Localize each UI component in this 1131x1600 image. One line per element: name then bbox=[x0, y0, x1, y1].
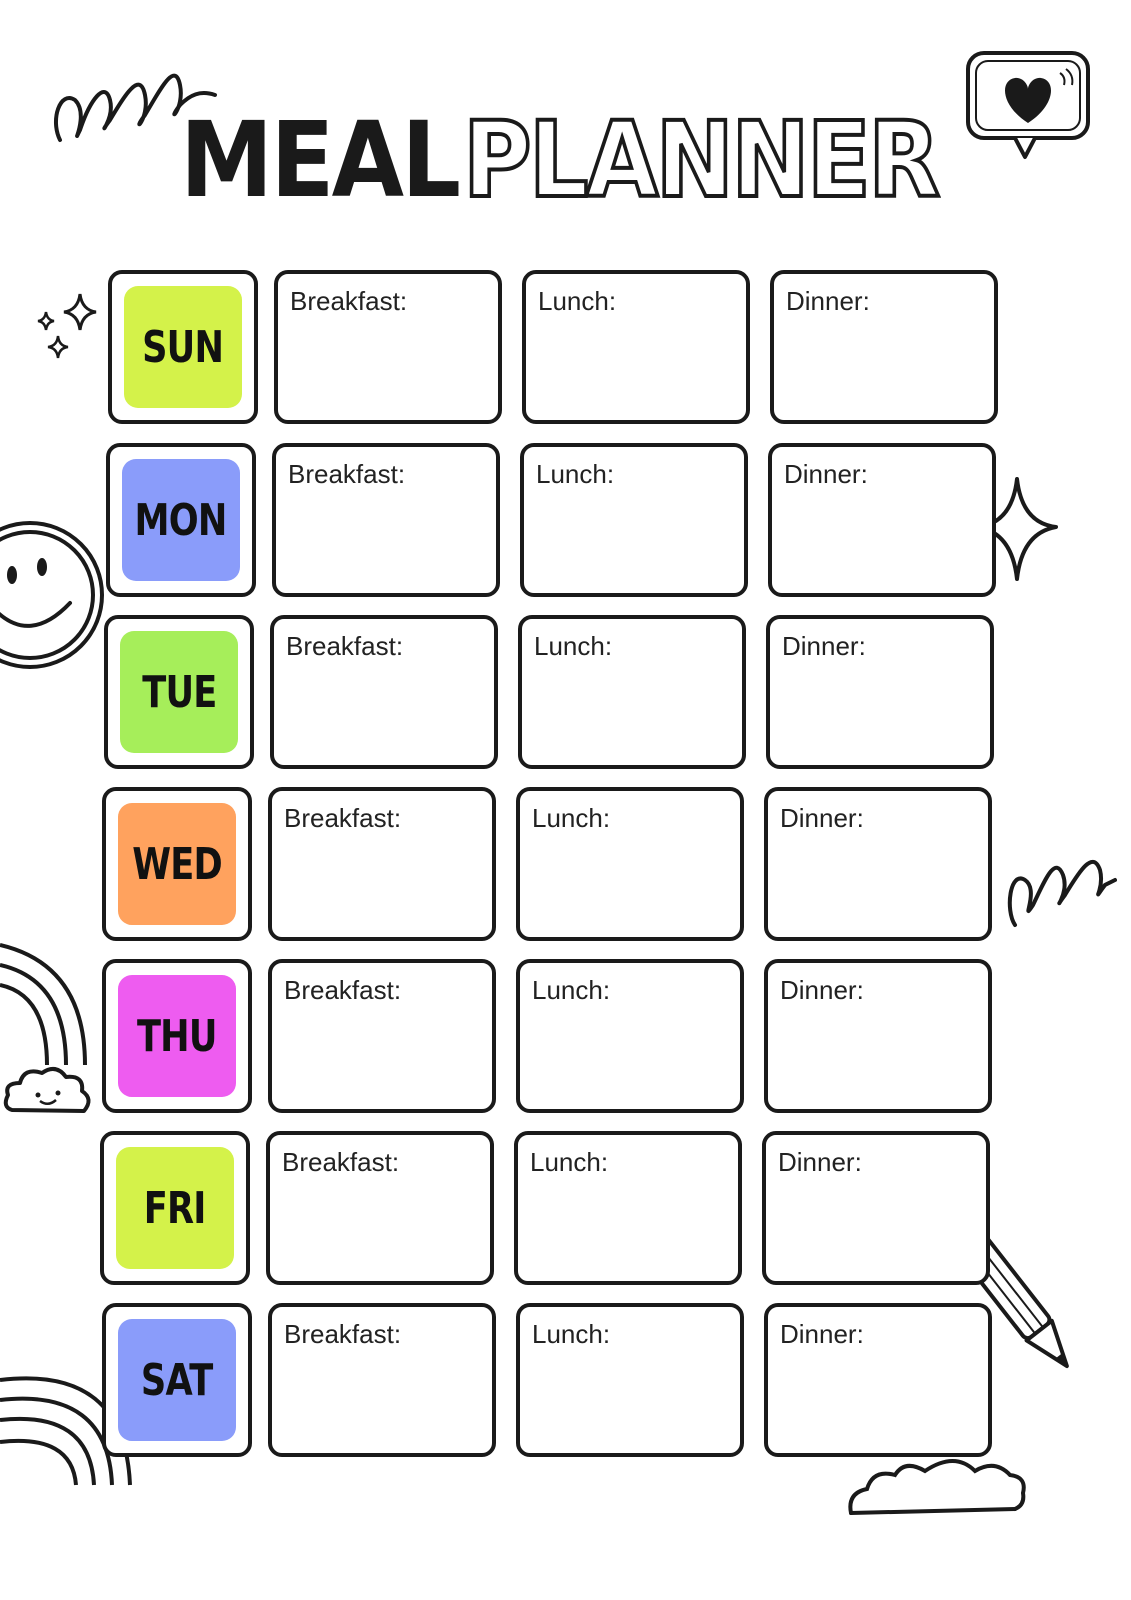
dinner-label: Dinner: bbox=[780, 803, 864, 833]
day-label: WED bbox=[132, 838, 223, 890]
day-tile: MON bbox=[122, 459, 240, 581]
breakfast-box[interactable]: Breakfast: bbox=[268, 787, 496, 941]
lunch-box[interactable]: Lunch: bbox=[520, 443, 748, 597]
dinner-box[interactable]: Dinner: bbox=[764, 1303, 992, 1457]
dinner-label: Dinner: bbox=[778, 1147, 862, 1177]
sparkle-icon bbox=[37, 293, 97, 359]
dinner-box[interactable]: Dinner: bbox=[770, 270, 998, 424]
lunch-label: Lunch: bbox=[538, 286, 617, 316]
cloud-icon bbox=[848, 1459, 1026, 1515]
lunch-box[interactable]: Lunch: bbox=[516, 787, 744, 941]
day-box: MON bbox=[106, 443, 256, 597]
breakfast-label: Breakfast: bbox=[288, 459, 406, 489]
day-tile: SUN bbox=[124, 286, 242, 408]
breakfast-label: Breakfast: bbox=[284, 803, 402, 833]
breakfast-box[interactable]: Breakfast: bbox=[268, 959, 496, 1113]
day-tile: WED bbox=[118, 803, 236, 925]
day-box: THU bbox=[102, 959, 252, 1113]
lunch-label: Lunch: bbox=[534, 631, 613, 661]
title-word-planner: PLANNER bbox=[461, 97, 942, 223]
squiggle-icon bbox=[1007, 860, 1117, 927]
title-word-meal: MEAL bbox=[180, 99, 461, 221]
breakfast-label: Breakfast: bbox=[286, 631, 404, 661]
day-box: SAT bbox=[102, 1303, 252, 1457]
dinner-box[interactable]: Dinner: bbox=[762, 1131, 990, 1285]
day-label: TUE bbox=[141, 666, 217, 718]
smiley-face-icon bbox=[0, 521, 104, 669]
lunch-box[interactable]: Lunch: bbox=[518, 615, 746, 769]
lunch-label: Lunch: bbox=[532, 975, 611, 1005]
breakfast-box[interactable]: Breakfast: bbox=[272, 443, 500, 597]
day-box: SUN bbox=[108, 270, 258, 424]
breakfast-box[interactable]: Breakfast: bbox=[266, 1131, 494, 1285]
breakfast-label: Breakfast: bbox=[290, 286, 408, 316]
day-tile: THU bbox=[118, 975, 236, 1097]
breakfast-box[interactable]: Breakfast: bbox=[270, 615, 498, 769]
day-tile: FRI bbox=[116, 1147, 234, 1269]
breakfast-box[interactable]: Breakfast: bbox=[274, 270, 502, 424]
dinner-box[interactable]: Dinner: bbox=[766, 615, 994, 769]
lunch-label: Lunch: bbox=[530, 1147, 609, 1177]
dinner-label: Dinner: bbox=[782, 631, 866, 661]
dinner-label: Dinner: bbox=[780, 975, 864, 1005]
day-box: WED bbox=[102, 787, 252, 941]
day-label: SAT bbox=[141, 1354, 213, 1406]
dinner-box[interactable]: Dinner: bbox=[764, 959, 992, 1113]
day-tile: TUE bbox=[120, 631, 238, 753]
day-box: FRI bbox=[100, 1131, 250, 1285]
lunch-box[interactable]: Lunch: bbox=[514, 1131, 742, 1285]
day-label: THU bbox=[137, 1010, 217, 1062]
day-label: SUN bbox=[142, 321, 225, 373]
dinner-label: Dinner: bbox=[780, 1319, 864, 1349]
page-title: MEAL PLANNER bbox=[180, 97, 990, 223]
dinner-label: Dinner: bbox=[786, 286, 870, 316]
lunch-label: Lunch: bbox=[532, 803, 611, 833]
day-tile: SAT bbox=[118, 1319, 236, 1441]
rainbow-icon bbox=[0, 1376, 132, 1486]
dinner-box[interactable]: Dinner: bbox=[764, 787, 992, 941]
day-label: FRI bbox=[144, 1182, 207, 1234]
rainbow-icon bbox=[0, 943, 91, 1113]
breakfast-label: Breakfast: bbox=[284, 975, 402, 1005]
lunch-label: Lunch: bbox=[536, 459, 615, 489]
breakfast-label: Breakfast: bbox=[282, 1147, 400, 1177]
squiggle-icon bbox=[54, 73, 217, 142]
lunch-box[interactable]: Lunch: bbox=[522, 270, 750, 424]
day-label: MON bbox=[134, 494, 228, 546]
heart-speech-bubble-icon bbox=[966, 51, 1090, 159]
breakfast-box[interactable]: Breakfast: bbox=[268, 1303, 496, 1457]
day-box: TUE bbox=[104, 615, 254, 769]
breakfast-label: Breakfast: bbox=[284, 1319, 402, 1349]
dinner-box[interactable]: Dinner: bbox=[768, 443, 996, 597]
lunch-box[interactable]: Lunch: bbox=[516, 959, 744, 1113]
dinner-label: Dinner: bbox=[784, 459, 868, 489]
lunch-label: Lunch: bbox=[532, 1319, 611, 1349]
lunch-box[interactable]: Lunch: bbox=[516, 1303, 744, 1457]
